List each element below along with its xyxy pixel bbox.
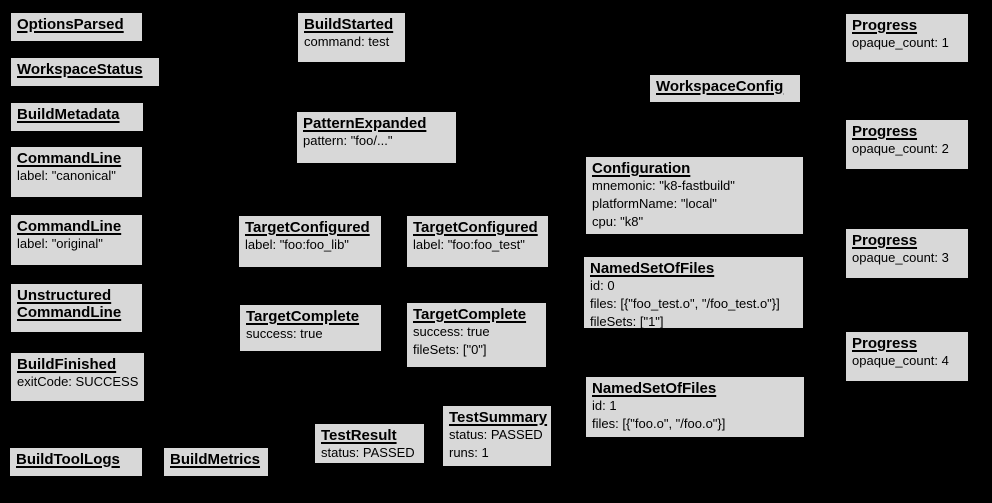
node-attribute: exitCode: SUCCESS [17, 374, 139, 390]
node-attribute: label: "original" [17, 236, 103, 252]
node-build-metadata: BuildMetadata [10, 102, 144, 132]
node-title: TargetComplete [246, 308, 360, 325]
node-attribute: success: true [413, 324, 490, 340]
node-title: CommandLine [17, 218, 122, 235]
node-title: Progress [852, 123, 918, 140]
node-attribute: platformName: "local" [592, 196, 717, 212]
node-title: Progress [852, 335, 918, 352]
node-title: OptionsParsed [17, 16, 124, 33]
node-title: BuildToolLogs [16, 451, 120, 468]
node-title: TargetConfigured [413, 219, 538, 236]
node-attribute: id: 1 [592, 398, 617, 414]
node-attribute: opaque_count: 3 [852, 250, 949, 266]
node-options-parsed: OptionsParsed [10, 12, 143, 42]
node-attribute: label: "canonical" [17, 168, 116, 184]
node-title: BuildMetrics [170, 451, 261, 468]
node-attribute: label: "foo:foo_lib" [245, 237, 349, 253]
node-attribute: cpu: "k8" [592, 214, 644, 230]
node-attribute: files: [{"foo_test.o", "/foo_test.o"}] [590, 296, 780, 312]
node-title: TestSummary [449, 409, 548, 426]
node-attribute: status: PASSED [449, 427, 543, 443]
node-build-metrics: BuildMetrics [163, 447, 269, 477]
node-build-tool-logs: BuildToolLogs [9, 447, 143, 477]
node-title: PatternExpanded [303, 115, 427, 132]
node-attribute: label: "foo:foo_test" [413, 237, 525, 253]
node-attribute: opaque_count: 1 [852, 35, 949, 51]
node-title: TargetComplete [413, 306, 527, 323]
node-attribute: opaque_count: 4 [852, 353, 949, 369]
node-workspace-config: WorkspaceConfig [649, 74, 801, 103]
node-title: TestResult [321, 427, 397, 444]
node-attribute: pattern: "foo/..." [303, 133, 393, 149]
node-workspace-status: WorkspaceStatus [10, 57, 160, 87]
node-attribute: files: [{"foo.o", "/foo.o"}] [592, 416, 726, 432]
node-attribute: runs: 1 [449, 445, 489, 461]
node-attribute: fileSets: ["0"] [413, 342, 487, 358]
node-attribute: mnemonic: "k8-fastbuild" [592, 178, 735, 194]
node-attribute: opaque_count: 2 [852, 141, 949, 157]
node-title: CommandLine [17, 304, 122, 322]
node-title: Configuration [592, 160, 691, 177]
node-attribute: fileSets: ["1"] [590, 314, 664, 329]
node-title: Progress [852, 232, 918, 249]
node-title: WorkspaceConfig [656, 78, 784, 95]
node-title: WorkspaceStatus [17, 61, 143, 78]
node-attribute: success: true [246, 326, 323, 342]
node-title: BuildStarted [304, 16, 394, 33]
node-attribute: command: test [304, 34, 390, 50]
node-title: BuildMetadata [17, 106, 120, 123]
node-title: NamedSetOfFiles [590, 260, 715, 277]
node-attribute: id: 0 [590, 278, 615, 294]
node-title: Unstructured [17, 287, 112, 304]
node-title: BuildFinished [17, 356, 117, 373]
node-title: TargetConfigured [245, 219, 370, 236]
node-title: NamedSetOfFiles [592, 380, 717, 397]
node-title: CommandLine [17, 150, 122, 167]
node-title: Progress [852, 17, 918, 34]
node-attribute: status: PASSED [321, 445, 415, 461]
